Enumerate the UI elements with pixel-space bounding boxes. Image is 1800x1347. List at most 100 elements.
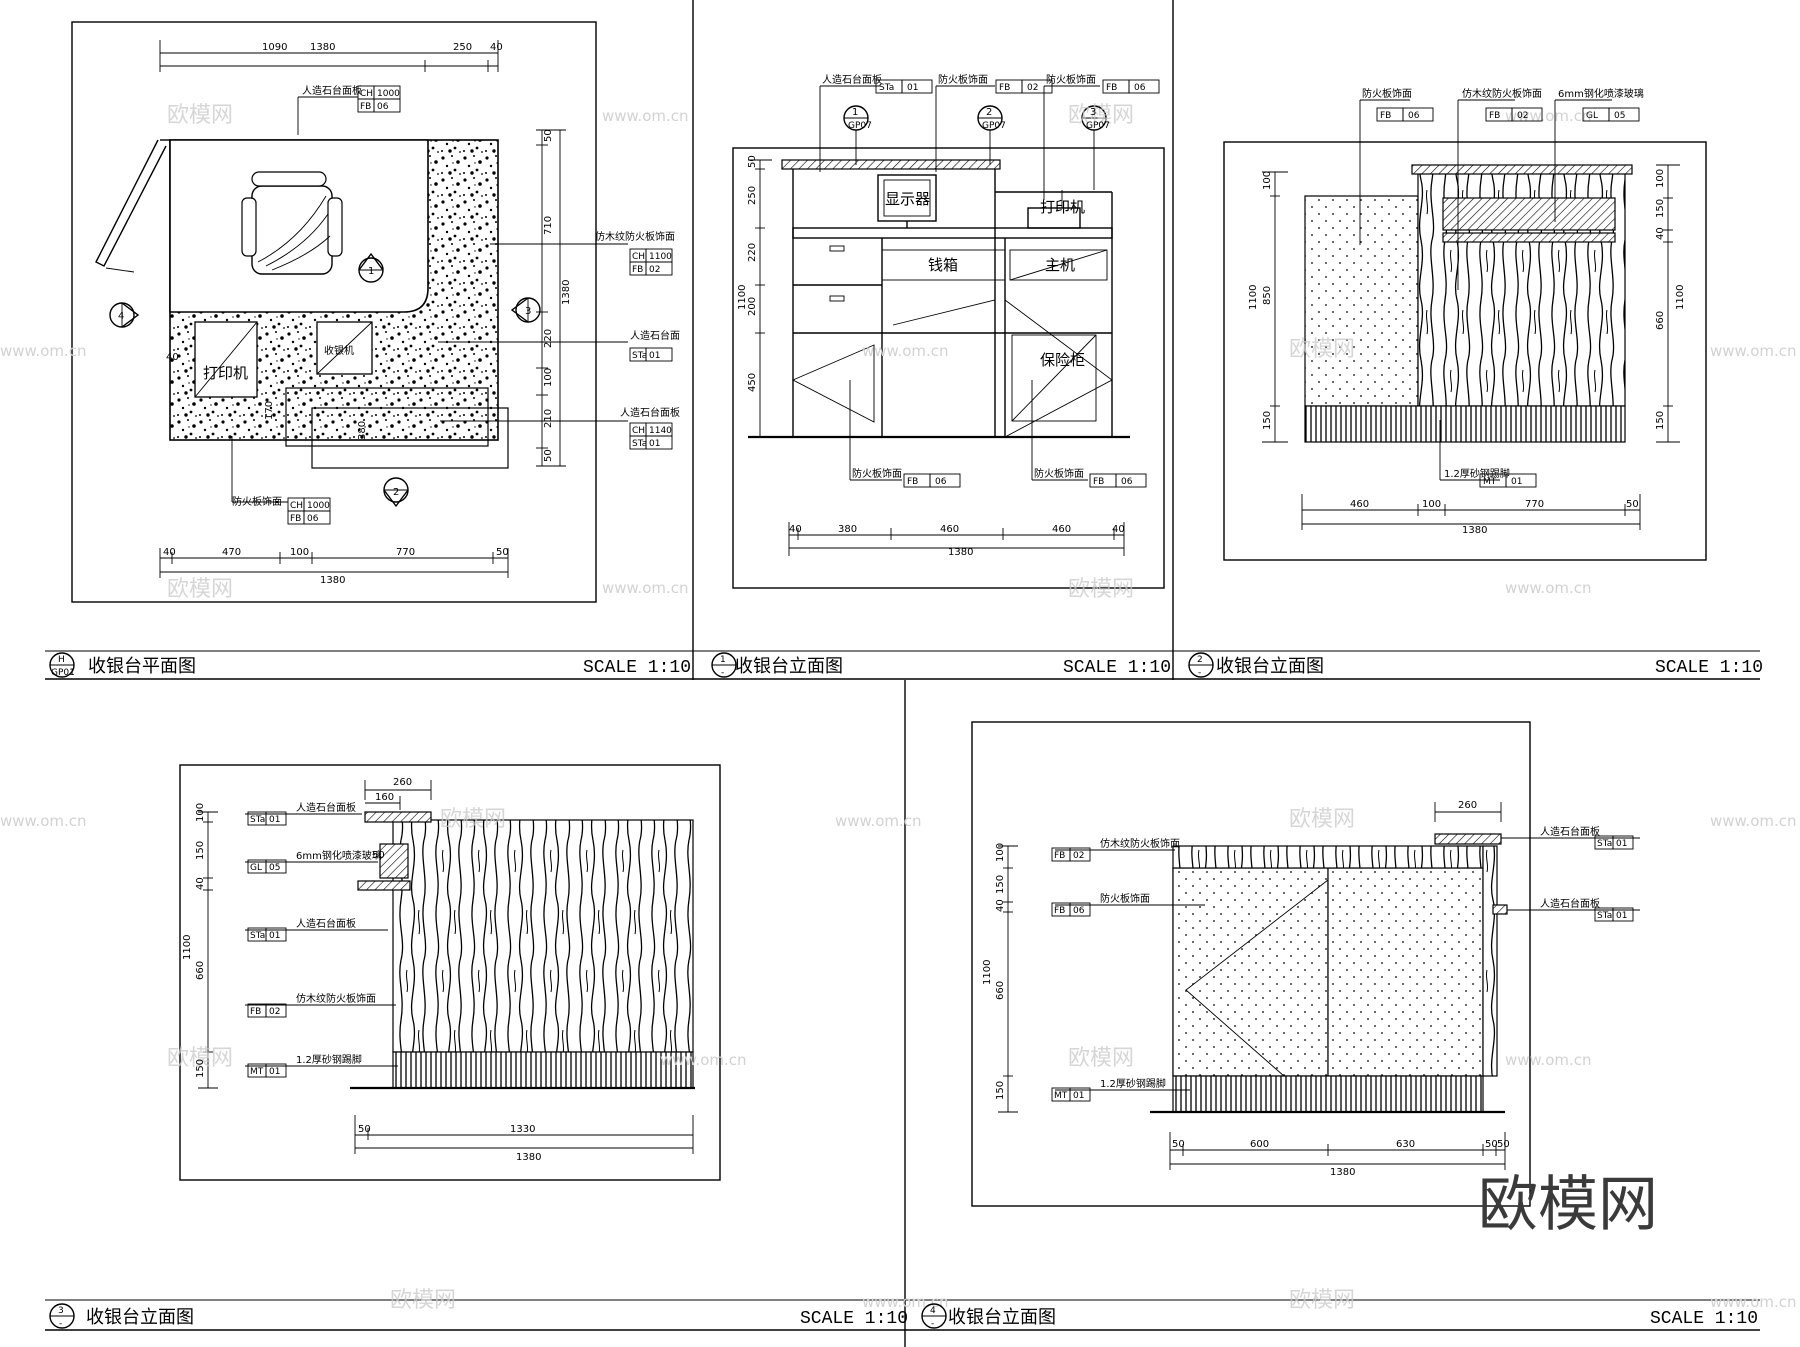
e4-callout-code-1: FB	[1054, 906, 1065, 916]
e2-dim-left-3: 150	[1262, 411, 1273, 430]
e4-dim-bottom-4: 50	[1497, 1139, 1510, 1150]
plan-callout-tag-1-c1: CH	[632, 252, 645, 262]
watermark-url-3: www.om.cn	[862, 342, 949, 360]
e1-section-tag-sheet-0: GP07	[848, 121, 872, 131]
plan-dim-top-0: 1380	[310, 42, 335, 53]
e4-dim-bottom-5: 1380	[1330, 1167, 1355, 1178]
e3-dim-left-1: 150	[195, 841, 206, 860]
e2-dim-bottom-4: 1380	[1462, 525, 1487, 536]
view-title-e1: 收银台立面图	[735, 656, 843, 677]
e2-dim-right-1: 150	[1655, 199, 1666, 218]
plan-dim-right-4: 100	[543, 368, 554, 387]
watermark-url-1: www.om.cn	[1505, 107, 1592, 125]
e3-dim-left-2: 40	[195, 877, 206, 890]
plan-callout-tag-2-c1: STa	[632, 351, 647, 361]
e2-callout-tag-3-num: 01	[1511, 477, 1522, 487]
watermark-url-4: www.om.cn	[1710, 342, 1797, 360]
e4-dim-left-1: 150	[995, 875, 1006, 894]
e3-dim-left-3: 660	[195, 961, 206, 980]
view-badge-number-e4: 4	[930, 1306, 936, 1316]
watermark-brand-0: 欧模网	[167, 103, 233, 128]
printer-icon	[1027, 190, 1081, 229]
e4-callout-numbox-0	[1069, 847, 1091, 862]
e1-callout-4: 防火板饰面	[1034, 467, 1084, 480]
e4-callout-code-3: STa	[1597, 839, 1612, 849]
e3-callout-num-0: 01	[269, 815, 280, 825]
section-marker-3	[510, 297, 541, 323]
plan-dim-left: 40	[166, 352, 179, 363]
plan-callout-tag-0-v1: 1000	[377, 89, 400, 99]
e3-callout-4: 1.2厚砂钢踢脚	[296, 1053, 362, 1066]
watermark-url-6: www.om.cn	[1505, 579, 1592, 597]
view-title-e3: 收银台立面图	[86, 1307, 194, 1328]
plan-dim-right-6: 50	[543, 449, 554, 462]
e4-dim-left-4: 1100	[982, 960, 993, 985]
plan-callout-tag-0-v2-box	[373, 98, 401, 113]
view-scale-e2: SCALE 1:10	[1655, 658, 1763, 678]
e4-dim-left-5: 150	[995, 1081, 1006, 1100]
plan-callout-2: 人造石台面	[630, 329, 680, 342]
e2-callout-tag-1-num: 02	[1517, 111, 1528, 121]
e1-callout-0: 人造石台面板	[822, 73, 882, 86]
e1-callout-tag-4-num: 06	[1121, 477, 1133, 487]
watermark-url-9: www.om.cn	[1710, 812, 1797, 830]
watermark-brand-3: 欧模网	[1068, 577, 1134, 602]
e1-callout-tag-4-code: FB	[1093, 477, 1104, 487]
watermark-logo: 欧模网	[1478, 1170, 1658, 1240]
plan-callout-tag-1-c2: FB	[632, 265, 643, 275]
view-title-e2: 收银台立面图	[1216, 656, 1324, 677]
e4-callout-code-2: MT	[1054, 1091, 1068, 1101]
e2-callout-3: 1.2厚砂钢踢脚	[1444, 467, 1510, 480]
e3-dim-top-1: 160	[375, 792, 394, 803]
e2-dim-right-3: 660	[1655, 311, 1666, 330]
e3-callout-numbox-2	[265, 927, 287, 942]
e1-callout-tag-1-num: 02	[1027, 83, 1038, 93]
e2-dim-bottom-2: 770	[1525, 499, 1544, 510]
e3-dim-bottom-2: 1380	[516, 1152, 541, 1163]
e4-callout-numbox-3	[1612, 835, 1634, 850]
e1-dim-bottom-5: 1380	[948, 547, 973, 558]
plan-dim-top-2: 250	[453, 42, 472, 53]
elevation-3-view	[179, 764, 721, 1181]
e1-callout-tag-2-num: 06	[1134, 83, 1146, 93]
plan-callout-tag-0-c1: CH	[360, 89, 373, 99]
e4-dim-top-0: 260	[1458, 800, 1477, 811]
watermark-brand-7: 欧模网	[440, 807, 506, 832]
e4-callout-code-0: FB	[1054, 851, 1065, 861]
e2-dim-left-1: 850	[1262, 286, 1273, 305]
e3-dim-left-4: 1100	[182, 935, 193, 960]
watermark-url-10: www.om.cn	[660, 1051, 747, 1069]
view-scale-e3: SCALE 1:10	[800, 1309, 908, 1329]
monitor-icon	[877, 174, 937, 228]
watermark-url-13: www.om.cn	[1710, 1293, 1797, 1311]
e3-dim-bottom-1: 1330	[510, 1124, 535, 1135]
plan-dim-right-3: 220	[543, 329, 554, 348]
watermark-url-7: www.om.cn	[0, 812, 87, 830]
e1-callout-2: 防火板饰面	[1046, 73, 1096, 86]
e4-callout-num-1: 06	[1073, 906, 1085, 916]
e2-callout-tag-1-code: FB	[1489, 111, 1500, 121]
plan-callout-tag-4-v2: 06	[307, 514, 319, 524]
e3-dim-bottom-0: 50	[358, 1124, 371, 1135]
watermark-brand-5: 欧模网	[167, 1046, 233, 1071]
e2-dim-bottom-1: 100	[1422, 499, 1441, 510]
detail-tag-2	[977, 105, 1003, 165]
plan-callout-tag-4-c2: FB	[290, 514, 301, 524]
plan-callout-tag-4-v1: 1000	[307, 501, 330, 511]
e2-dim-right-2: 40	[1655, 227, 1666, 240]
e3-callout-code-3: FB	[250, 1007, 261, 1017]
e1-dim-left-4: 450	[747, 373, 758, 392]
e4-callout-num-4: 01	[1616, 911, 1627, 921]
plan-dim-right-2: 1380	[561, 280, 572, 305]
plan-callout-4: 防火板饰面	[232, 495, 282, 508]
plan-callout-tag-4-c1: CH	[290, 501, 303, 511]
e3-callout-1: 6mm钢化喷漆玻璃	[296, 849, 382, 862]
e4-callout-4: 人造石台面板	[1540, 897, 1600, 910]
e1-callout-tag-0-num: 01	[907, 83, 918, 93]
e3-callout-code-1: GL	[250, 863, 262, 873]
e1-dim-bottom-3: 460	[1052, 524, 1071, 535]
e4-dim-left-3: 660	[995, 981, 1006, 1000]
e3-callout-numbox-1	[265, 859, 287, 874]
watermark-layer: 欧模网欧模网欧模网欧模网欧模网欧模网欧模网欧模网欧模网欧模网欧模网www.om.…	[0, 103, 1797, 1313]
